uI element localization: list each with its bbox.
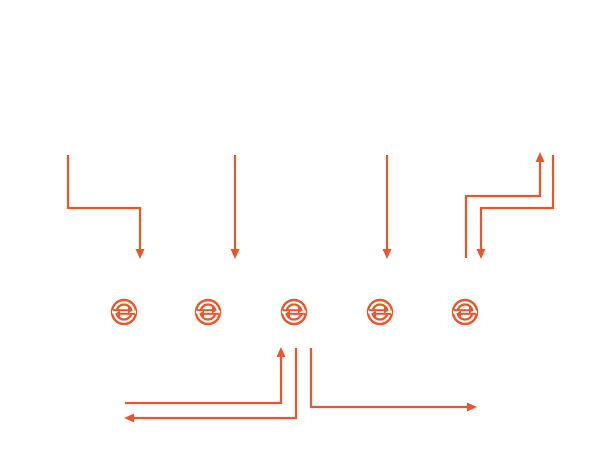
flow-into-node-5 [476, 155, 555, 259]
sync-circle-icon [280, 298, 308, 326]
node-1 [110, 298, 138, 326]
node-2 [194, 298, 222, 326]
sync-circle-icon [194, 298, 222, 326]
arrowhead [382, 249, 392, 259]
arrowhead [124, 413, 134, 423]
sync-circle-icon [451, 298, 479, 326]
arrowhead [230, 249, 240, 259]
node-3 [280, 298, 308, 326]
arrowhead [276, 347, 286, 357]
flow-into-node-1 [66, 155, 145, 259]
arrowhead [535, 152, 545, 162]
flow-out-of-node-3-left [124, 348, 298, 423]
flow-out-of-node-3-right [309, 348, 477, 412]
node-5 [451, 298, 479, 326]
arrowhead [476, 249, 486, 259]
sync-circle-icon [366, 298, 394, 326]
flow-into-node-2 [230, 155, 240, 259]
arrowhead [135, 249, 145, 259]
arrowhead [467, 402, 477, 412]
sync-circle-icon [110, 298, 138, 326]
flow-into-node-4 [382, 155, 392, 259]
flow-into-node-3 [125, 347, 286, 405]
node-4 [366, 298, 394, 326]
flow-out-of-node-5 [464, 152, 545, 258]
